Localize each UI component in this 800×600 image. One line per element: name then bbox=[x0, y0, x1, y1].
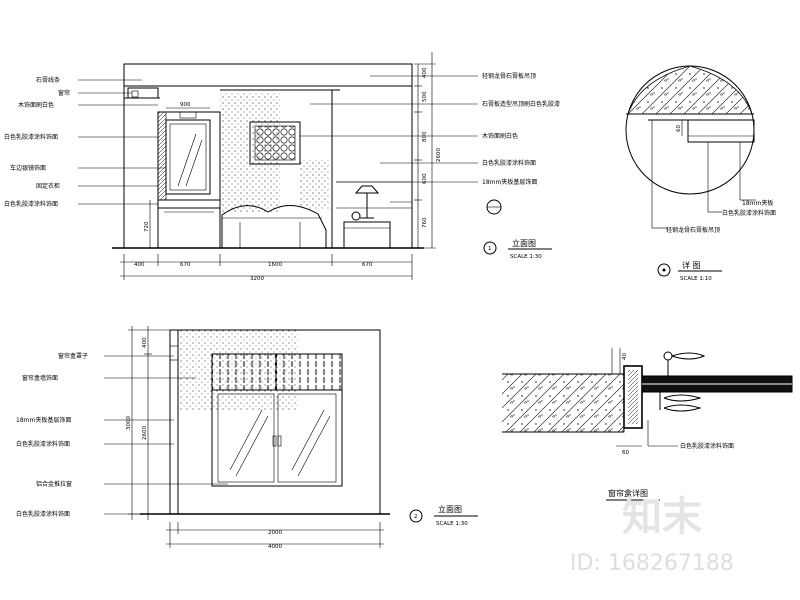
detail-1-label-3: 轻钢龙骨石膏板吊顶 bbox=[666, 226, 720, 234]
dim-e2-total: 4000 bbox=[268, 544, 282, 550]
elevation-1-title-text: 立面图 bbox=[512, 238, 536, 248]
detail-2-dim-1: 40 bbox=[622, 353, 628, 360]
detail-2-title-text: 窗帘盒详图 bbox=[608, 488, 648, 498]
elevation-1-title: 1 立面图 SCALE 1:30 bbox=[483, 238, 552, 260]
dim-e1-v1: 400 bbox=[422, 67, 428, 78]
elevation-2-scale: SCALE 1:30 bbox=[436, 521, 468, 527]
label-e1-l4: 白色乳胶漆涂料饰面 bbox=[4, 133, 58, 141]
label-e1-l5: 车边银镜饰面 bbox=[10, 164, 46, 172]
elevation-1-left-labels: 石膏线条 窗帘 木饰面刷白色 白色乳胶漆涂料饰面 车边银镜饰面 固定衣柜 白色乳… bbox=[4, 76, 166, 208]
lattice-panel bbox=[249, 121, 301, 165]
label-e2-l3: 18mm夹板基层饰面 bbox=[16, 416, 71, 424]
mirror-frame bbox=[165, 119, 211, 195]
dim-e1-h3: 1600 bbox=[268, 262, 282, 268]
label-e1-r3: 木饰面刷白色 bbox=[482, 132, 518, 140]
elevation-2: 窗帘盒罩子 窗帘盒墙饰面 18mm夹板基层饰面 白色乳胶漆涂料饰面 铝合金推拉窗… bbox=[16, 326, 478, 550]
label-e1-l6: 固定衣柜 bbox=[36, 182, 60, 190]
label-e2-l4: 白色乳胶漆涂料饰面 bbox=[16, 440, 70, 448]
label-e1-r5: 18mm夹板基层饰面 bbox=[482, 178, 537, 186]
elevation-1-scale: SCALE 1:30 bbox=[510, 254, 542, 260]
dim-e1-h2: 670 bbox=[180, 262, 191, 268]
detail-2-dim-2: 60 bbox=[622, 450, 629, 456]
elevation-1: 石膏线条 窗帘 木饰面刷白色 白色乳胶漆涂料饰面 车边银镜饰面 固定衣柜 白色乳… bbox=[4, 52, 560, 282]
wardrobe bbox=[157, 111, 221, 249]
label-e1-l3: 木饰面刷白色 bbox=[18, 101, 54, 109]
watermark: 知末 ID: 168267188 bbox=[570, 494, 734, 576]
label-e1-l7: 白色乳胶漆涂料饰面 bbox=[4, 200, 58, 208]
label-e1-r2: 石膏板造型吊顶刷白色乳胶漆 bbox=[482, 100, 560, 108]
label-e1-r4: 白色乳胶漆涂料饰面 bbox=[482, 159, 536, 167]
detail-1-label-2: 白色乳胶漆涂料饰面 bbox=[722, 209, 776, 217]
detail-1-label-1: 18mm夹板 bbox=[742, 199, 773, 207]
table-lamp bbox=[354, 185, 380, 194]
dim-e2-h1: 2000 bbox=[268, 530, 282, 536]
curtain-pelmet bbox=[211, 353, 343, 391]
detail-2-label: 白色乳胶漆涂料饰面 bbox=[680, 442, 734, 450]
dim-e2-v1: 400 bbox=[142, 337, 148, 348]
detail-1: 60 18mm夹板 白色乳胶漆涂料饰面 轻钢龙骨石膏板吊顶 详 图 SCALE … bbox=[625, 65, 776, 282]
dim-e1-mirror: 900 bbox=[180, 102, 191, 108]
watermark-id: ID: 168267188 bbox=[570, 551, 734, 576]
elevation-2-dims-bottom: 2000 4000 bbox=[166, 522, 384, 550]
label-e2-l2: 窗帘盒墙饰面 bbox=[22, 374, 58, 382]
nightstand bbox=[343, 221, 391, 249]
clock bbox=[351, 211, 361, 221]
elevation-1-right-labels: 轻钢龙骨石膏板吊顶 石膏板造型吊顶刷白色乳胶漆 木饰面刷白色 白色乳胶漆涂料饰面… bbox=[300, 72, 560, 186]
watermark-brand: 知末 bbox=[622, 494, 702, 540]
dim-e1-total: 3200 bbox=[250, 276, 264, 282]
label-e2-l6: 白色乳胶漆涂料饰面 bbox=[16, 510, 70, 518]
label-e2-l5: 铝合金推拉窗 bbox=[36, 480, 72, 488]
dim-e1-h1: 400 bbox=[134, 262, 145, 268]
label-e2-l1: 窗帘盒罩子 bbox=[58, 352, 88, 360]
elevation-2-left-labels: 窗帘盒罩子 窗帘盒墙饰面 18mm夹板基层饰面 白色乳胶漆涂料饰面 铝合金推拉窗… bbox=[16, 352, 228, 518]
label-e1-r1: 轻钢龙骨石膏板吊顶 bbox=[482, 72, 536, 80]
detail-1-title-text: 详 图 bbox=[682, 260, 701, 270]
bed bbox=[221, 205, 327, 248]
label-e1-l1: 石膏线条 bbox=[36, 76, 60, 84]
elevation-1-dims-bottom: 400 670 1600 670 3200 bbox=[120, 254, 413, 282]
elevation-1-dims-right: 400 500 800 600 760 2600 bbox=[414, 52, 442, 249]
dim-e2-height: 3000 bbox=[126, 416, 132, 430]
dim-e1-v5: 760 bbox=[422, 217, 428, 228]
elevation-2-index: 2 bbox=[414, 514, 418, 520]
dim-e1-v4: 600 bbox=[422, 173, 428, 184]
detail-1-scale: SCALE 1:10 bbox=[680, 276, 712, 282]
detail-2-side-board bbox=[623, 365, 643, 429]
elevation-2-title: 2 立面图 SCALE 1:30 bbox=[409, 504, 478, 527]
elevation-2-dims-left: 400 2600 3000 bbox=[126, 326, 170, 520]
detail-1-dim: 60 bbox=[676, 125, 682, 132]
dim-e2-v2: 2600 bbox=[142, 426, 148, 440]
elevation-1-index: 1 bbox=[488, 246, 492, 252]
dim-e1-v2: 500 bbox=[422, 91, 428, 102]
detail-1-board bbox=[687, 119, 755, 143]
dim-e1-v3: 800 bbox=[422, 131, 428, 142]
label-e1-l2: 窗帘 bbox=[58, 89, 70, 97]
detail-2: 40 60 白色乳胶漆涂料饰面 窗帘盒详图 bbox=[502, 348, 793, 501]
dim-e1-height: 2600 bbox=[436, 148, 442, 162]
detail-1-title: 详 图 SCALE 1:10 bbox=[657, 260, 722, 282]
sliding-window bbox=[211, 389, 343, 487]
elevation-2-title-text: 立面图 bbox=[438, 504, 462, 514]
dim-e1-h4: 670 bbox=[362, 262, 373, 268]
dim-e1-cabinet: 720 bbox=[144, 221, 150, 232]
curtain-box bbox=[127, 87, 159, 99]
